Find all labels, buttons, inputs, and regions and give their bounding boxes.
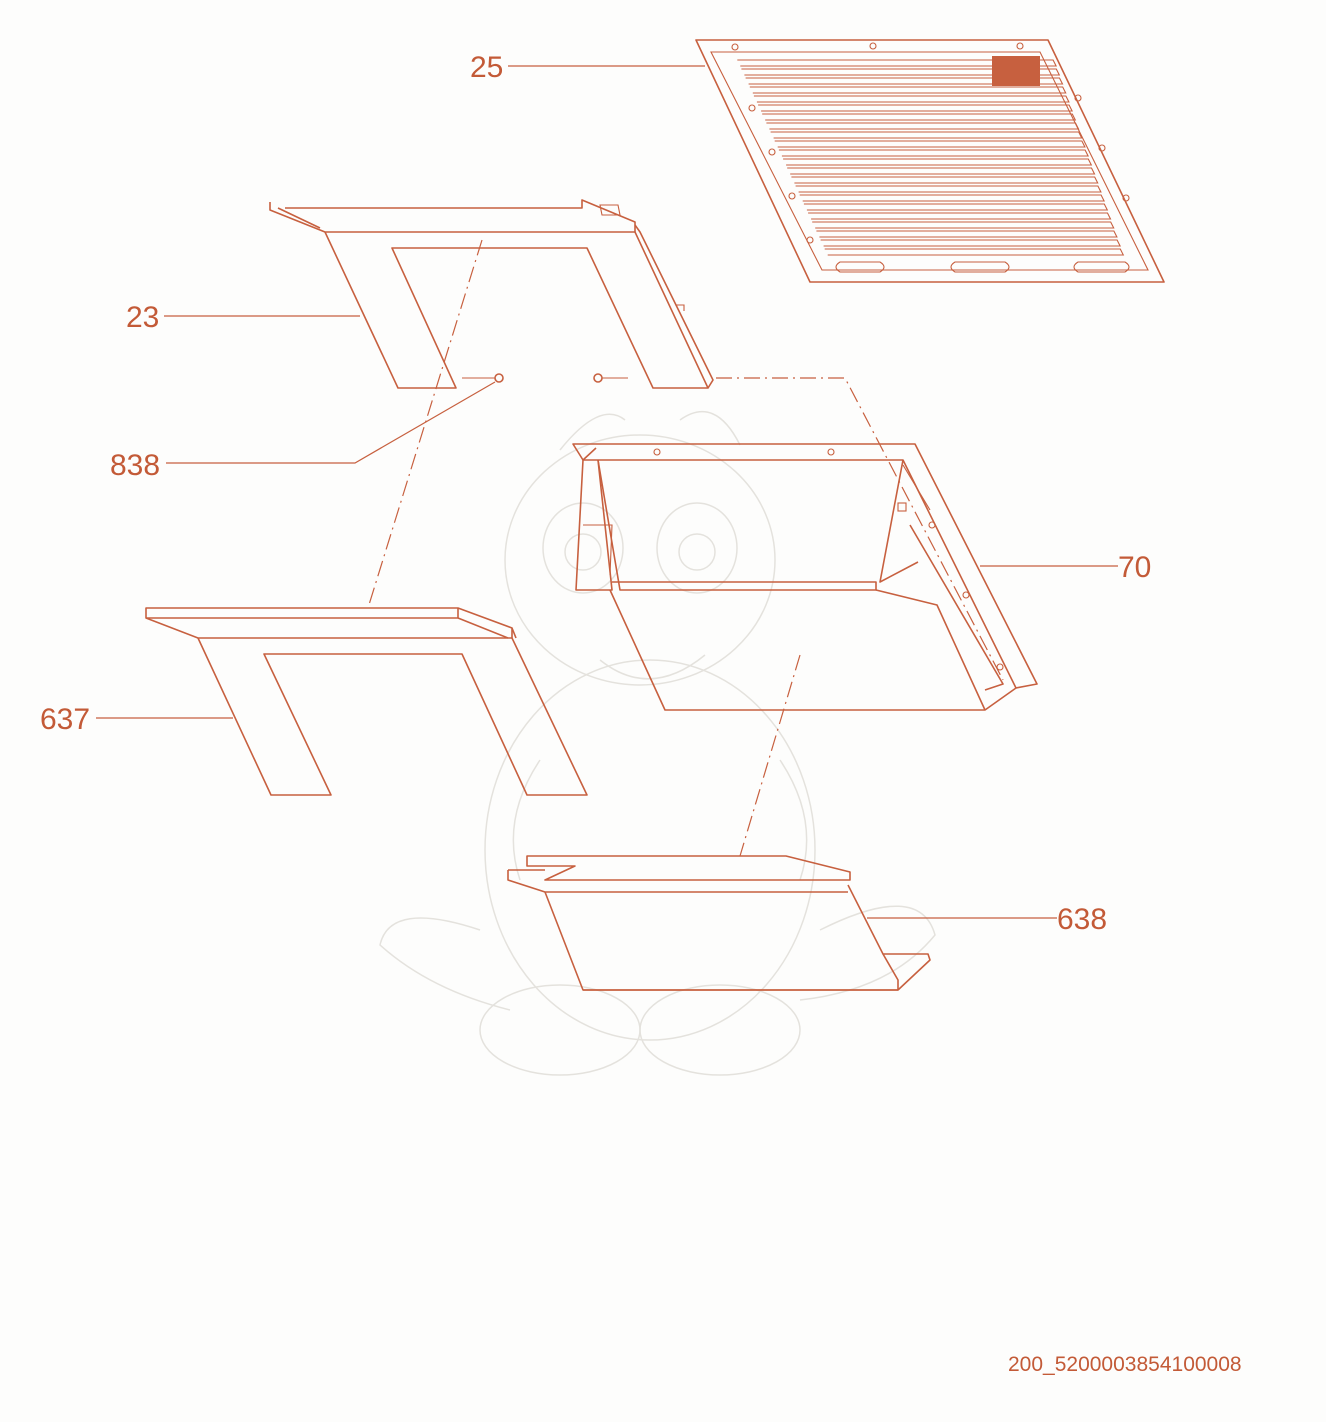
screw-head-icon [593,373,603,383]
louver-slat [770,131,1083,139]
part-70-box-housing [572,443,1038,711]
callout-638: 638 [1057,903,1107,936]
part-25-louvered-panel [695,39,1165,283]
louver-slat [737,59,1057,67]
louver-slat [799,194,1105,202]
louver-slat [749,86,1067,94]
louver-slat [820,239,1121,247]
louver-slat [758,104,1073,112]
assembly-alignment-lines [367,239,1004,857]
louver-slat [808,212,1112,220]
louver-slat [778,149,1089,157]
callout-637: 637 [40,703,90,736]
louver-slat [824,248,1125,256]
louver-slat [766,122,1080,130]
dragon-mascot-icon [379,411,936,1076]
grille-patch-icon [992,56,1040,86]
louver-slat [741,68,1061,76]
louver-slat [803,203,1109,211]
screw-head-icon [494,373,504,383]
louver-slat [774,140,1086,148]
louver-slat [783,158,1093,166]
callout-838: 838 [110,449,160,482]
louver-slat [753,95,1070,103]
part-23-upper-bracket [269,199,714,389]
part-637-lower-bracket [145,607,588,796]
louver-slat [745,77,1064,85]
callout-23: 23 [126,301,159,334]
callout-70: 70 [1118,551,1151,584]
louver-slat [791,176,1099,184]
drawing-code: 200_5200003854100008 [1008,1353,1242,1376]
part-838-screws [462,373,628,383]
louver-slat [816,230,1118,238]
louver-slat [812,221,1115,229]
part-638-bottom-tray [507,855,931,991]
callout-25: 25 [470,51,503,84]
louver-slat [795,185,1102,193]
callout-leader-lines [96,65,1118,919]
louver-slat [787,167,1096,175]
louver-slat [762,113,1077,121]
